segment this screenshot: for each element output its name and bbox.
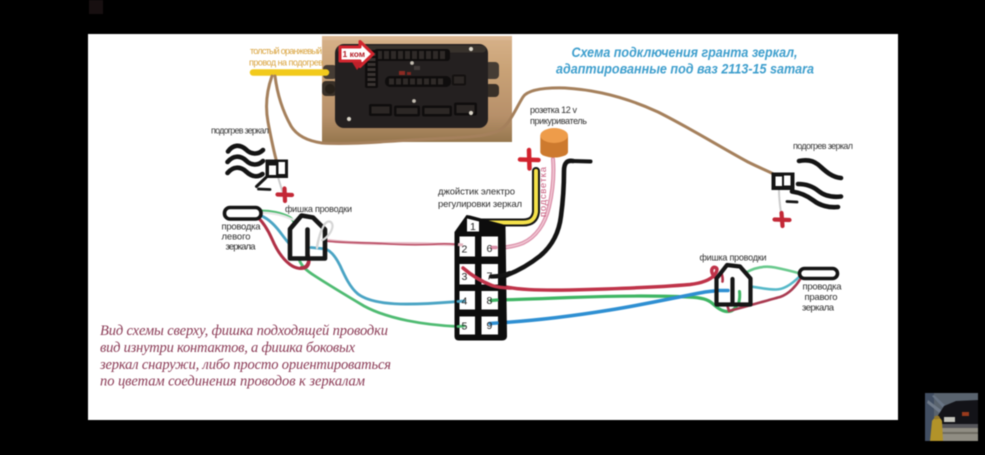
svg-text:7: 7	[487, 271, 493, 283]
svg-text:джойстик электро: джойстик электро	[438, 187, 515, 198]
svg-text:3: 3	[462, 271, 468, 283]
svg-text:регулировки зеркал: регулировки зеркал	[438, 199, 522, 210]
svg-text:2: 2	[462, 244, 468, 256]
svg-text:подсветка: подсветка	[538, 166, 549, 217]
svg-text:провод на подогрев: провод на подогрев	[249, 58, 323, 68]
svg-text:зеркала: зеркала	[226, 242, 257, 253]
svg-text:подогрев зеркал: подогрев зеркал	[211, 126, 269, 136]
svg-text:адаптированные под ваз 2113-15: адаптированные под ваз 2113-15 samara	[556, 61, 814, 77]
svg-text:вид изнутри контактов, а фишка: вид изнутри контактов, а фишка боковых	[100, 340, 356, 356]
svg-text:8: 8	[487, 295, 493, 307]
svg-text:1 ком: 1 ком	[343, 49, 366, 59]
svg-text:подогрев зеркал: подогрев зеркал	[793, 141, 853, 151]
svg-text:прикуриватель: прикуриватель	[530, 116, 587, 126]
svg-text:фишка проводки: фишка проводки	[700, 253, 767, 263]
svg-text:5: 5	[462, 321, 468, 333]
svg-text:фишка проводки: фишка проводки	[285, 204, 352, 214]
svg-text:9: 9	[487, 320, 493, 332]
svg-text:проводка: проводка	[222, 222, 262, 233]
svg-text:зеркал снаружи, либо просто ор: зеркал снаружи, либо просто ориентироват…	[99, 357, 391, 373]
svg-text:1: 1	[470, 221, 476, 233]
svg-text:4: 4	[462, 296, 468, 308]
svg-text:толстый оранжевый: толстый оранжевый	[250, 46, 322, 56]
svg-text:левого: левого	[222, 232, 251, 243]
svg-text:зеркала: зеркала	[802, 303, 835, 314]
svg-text:6: 6	[487, 243, 493, 255]
svg-text:розетка 12 v: розетка 12 v	[530, 105, 578, 115]
svg-text:проводка: проводка	[803, 282, 843, 293]
svg-text:Схема подключения гранта зерка: Схема подключения гранта зеркал,	[572, 44, 798, 60]
svg-text:по цветам соединения проводов: по цветам соединения проводов к зеркалам	[100, 374, 365, 390]
svg-text:правого: правого	[805, 292, 838, 303]
svg-text:Вид схемы сверху, фишка подход: Вид схемы сверху, фишка подходящей прово…	[100, 323, 388, 339]
